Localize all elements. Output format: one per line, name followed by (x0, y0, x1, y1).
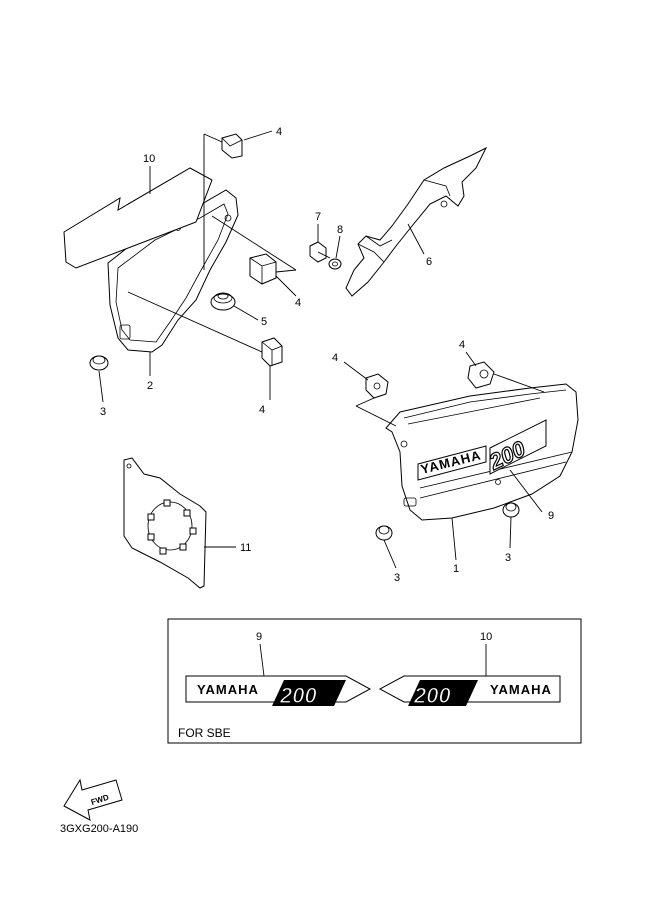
callout-2: 2 (147, 380, 153, 392)
callout-7: 7 (315, 211, 321, 223)
callout-6: 6 (426, 256, 432, 268)
callout-1: 1 (453, 563, 459, 575)
inset-decal-9-model: 200 (279, 683, 317, 708)
inset-decal-9-brand: YAMAHA (197, 682, 259, 697)
callout-4-mid: 4 (295, 297, 301, 309)
inset-decal-10: 200 YAMAHA (378, 675, 561, 709)
inset-label-9: 9 (256, 631, 262, 643)
clip-4-top (221, 133, 243, 159)
inset-decal-10-brand: YAMAHA (490, 682, 552, 697)
washer-8 (328, 258, 342, 270)
plate-11 (123, 457, 207, 589)
grommet-3-right-a (375, 525, 393, 541)
callout-3-right-a: 3 (394, 572, 400, 584)
callout-4-lower: 4 (259, 404, 265, 416)
clip-4-right-a (365, 373, 389, 399)
clip-4-lower (261, 337, 283, 367)
fwd-arrow-icon: FWD (63, 778, 123, 821)
leader-lines (98, 130, 545, 569)
callout-labels: 4 10 7 8 6 4 5 3 2 4 4 4 9 3 3 1 11 (100, 126, 554, 584)
callout-8: 8 (337, 224, 343, 236)
inset-decal-10-model: 200 (413, 683, 451, 708)
callout-10: 10 (143, 153, 155, 165)
callout-4-right-a: 4 (332, 352, 338, 364)
inset-title: FOR SBE (178, 726, 231, 740)
clip-4-right-b (467, 361, 495, 389)
callout-3-right-b: 3 (505, 552, 511, 564)
plate-11-teeth (147, 499, 197, 555)
clip-4-mid (249, 253, 277, 285)
bolt-7 (309, 241, 331, 263)
callout-5: 5 (261, 316, 267, 328)
callout-4-top: 4 (276, 126, 282, 138)
callout-9: 9 (548, 510, 554, 522)
diagram-code: 3GXG200-A190 (60, 823, 138, 835)
callout-4-right-b: 4 (459, 339, 465, 351)
grommet-3-right-b (502, 502, 520, 518)
inset-label-10: 10 (480, 631, 492, 643)
inset-for-sbe: FOR SBE 9 10 YAMAHA 200 200 YAMAHA (167, 618, 582, 744)
decal-10 (63, 167, 213, 269)
grommet-5 (210, 292, 236, 311)
grommet-3-left (89, 355, 109, 371)
bracket-6 (345, 146, 488, 297)
callout-11: 11 (240, 542, 251, 554)
callout-3-left: 3 (100, 406, 106, 418)
inset-decal-9: YAMAHA 200 (185, 675, 372, 709)
right-side-cover: YAMAHA 200 (385, 383, 579, 521)
